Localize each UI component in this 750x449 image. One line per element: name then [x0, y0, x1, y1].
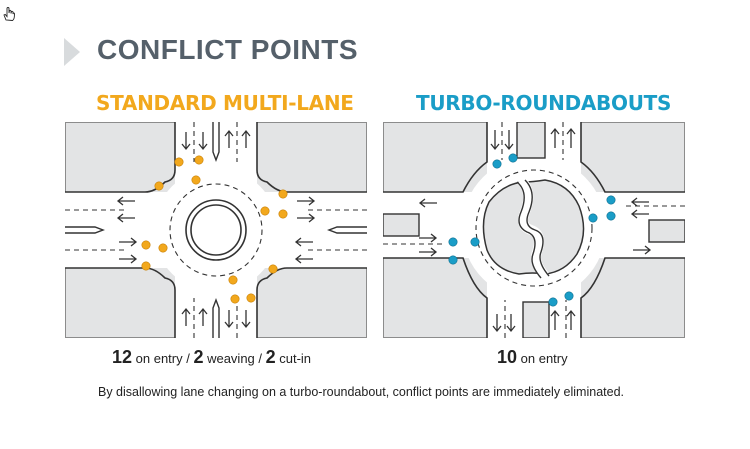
conflict-point [230, 294, 240, 304]
conflict-point [588, 213, 598, 223]
standard-roundabout-diagram [65, 122, 367, 338]
hand-cursor-icon [3, 7, 15, 21]
conflict-point [508, 153, 518, 163]
turbo-heading: TURBO-ROUNDABOUTS [416, 91, 672, 115]
conflict-point [174, 157, 184, 167]
entry-label: on entry / [132, 351, 194, 366]
chevron-right-icon [64, 38, 80, 66]
conflict-point [606, 211, 616, 221]
conflict-point [228, 275, 238, 285]
conflict-point [246, 293, 256, 303]
entry-count: 12 [112, 347, 133, 367]
turbo-entry-label: on entry [517, 351, 568, 366]
conflict-point [492, 159, 502, 169]
conflict-point [268, 264, 278, 274]
conflict-point [191, 175, 201, 185]
conflict-point [141, 261, 151, 271]
conflict-point [158, 243, 168, 253]
conflict-point [141, 240, 151, 250]
conflict-point [564, 291, 574, 301]
conflict-point [548, 297, 558, 307]
conflict-point [448, 237, 458, 247]
standard-caption: 12 on entry / 2 weaving / 2 cut-in [112, 347, 311, 368]
page-title: CONFLICT POINTS [97, 34, 359, 65]
cutin-count: 2 [265, 347, 276, 367]
conflict-point [606, 195, 616, 205]
conflict-point [470, 237, 480, 247]
cutin-label: cut-in [275, 351, 312, 366]
footnote: By disallowing lane changing on a turbo-… [98, 385, 625, 399]
turbo-caption: 10 on entry [497, 347, 568, 368]
conflict-point [260, 206, 270, 216]
conflict-point [278, 209, 288, 219]
conflict-point [154, 181, 164, 191]
turbo-entry-count: 10 [497, 347, 518, 367]
weaving-count: 2 [193, 347, 204, 367]
conflict-point [448, 255, 458, 265]
conflict-point [278, 189, 288, 199]
weaving-label: weaving / [203, 351, 266, 366]
turbo-roundabout-diagram [383, 122, 685, 338]
standard-heading: STANDARD MULTI-LANE [96, 91, 354, 115]
conflict-point [194, 155, 204, 165]
